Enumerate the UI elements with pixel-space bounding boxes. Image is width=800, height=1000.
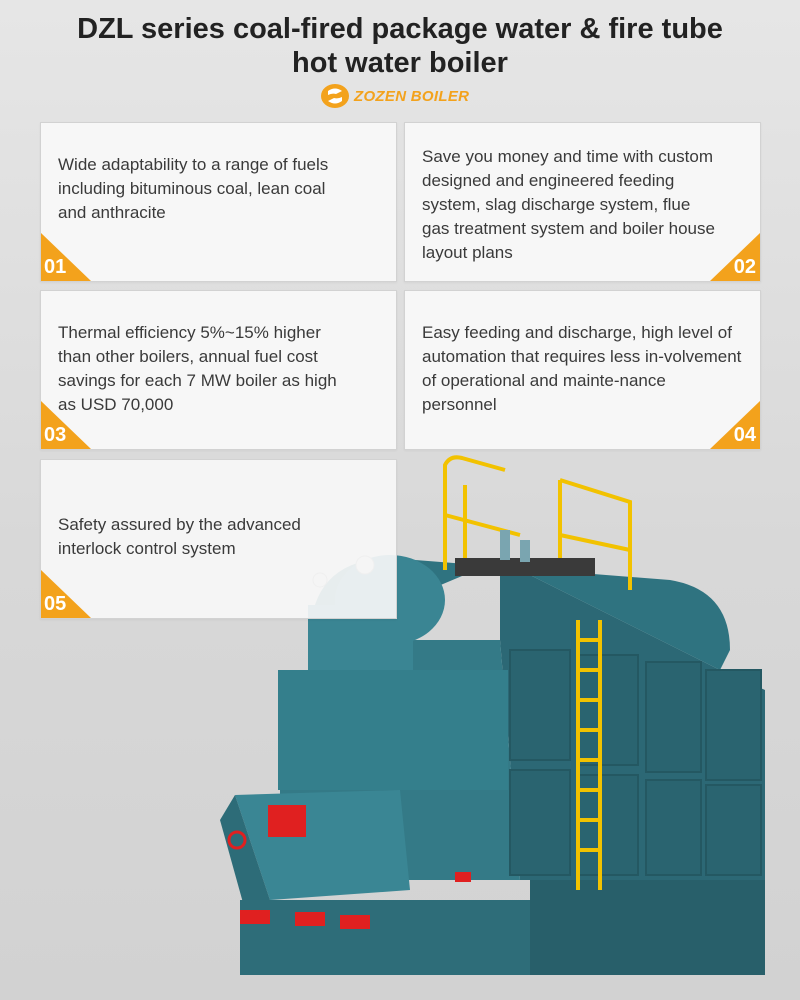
feature-card-02: Save you money and time with custom desi… — [404, 122, 761, 282]
feature-text-03: Thermal efficiency 5%~15% higher than ot… — [58, 323, 337, 414]
feature-text-05: Safety assured by the advanced interlock… — [58, 515, 301, 558]
page-title: DZL series coal-fired package water & fi… — [0, 12, 800, 80]
zozen-logo: ZOZEN BOILER — [320, 80, 490, 112]
zozen-logo-icon — [321, 84, 349, 108]
feature-number-04: 04 — [733, 424, 756, 446]
feature-text-01: Wide adaptability to a range of fuels in… — [58, 155, 329, 222]
feature-card-04: Easy feeding and discharge, high level o… — [404, 290, 761, 450]
feature-card-05: Safety assured by the advanced interlock… — [40, 459, 397, 619]
ladder — [576, 620, 602, 890]
number-badge-01: 01 — [41, 233, 91, 281]
number-badge-05: 05 — [41, 570, 91, 618]
feature-number-03: 03 — [44, 424, 67, 446]
feature-text-04: Easy feeding and discharge, high level o… — [422, 323, 742, 414]
feature-card-03: Thermal efficiency 5%~15% higher than ot… — [40, 290, 397, 450]
logo-text: ZOZEN BOILER — [354, 87, 470, 105]
number-badge-04: 04 — [710, 401, 760, 449]
feature-number-02: 02 — [733, 256, 756, 278]
title-line-1: DZL series coal-fired package water & fi… — [77, 13, 723, 45]
red-valves — [227, 805, 471, 929]
number-badge-03: 03 — [41, 401, 91, 449]
feature-text-02: Save you money and time with custom desi… — [422, 147, 715, 262]
title-line-2: hot water boiler — [292, 47, 508, 79]
feature-number-05: 05 — [44, 593, 67, 615]
feature-card-01: Wide adaptability to a range of fuels in… — [40, 122, 397, 282]
feature-number-01: 01 — [44, 256, 67, 278]
side-panels — [509, 649, 762, 876]
number-badge-02: 02 — [710, 233, 760, 281]
